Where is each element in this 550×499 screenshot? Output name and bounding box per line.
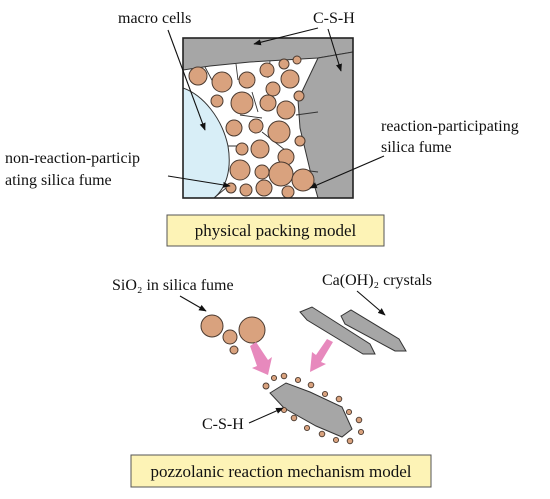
particle bbox=[235, 142, 249, 156]
sio2-particles bbox=[200, 314, 266, 355]
attached-particle bbox=[270, 374, 278, 382]
particle bbox=[276, 100, 296, 120]
particle bbox=[292, 55, 302, 65]
label-nonreactive-silica-line1: non-reaction-particip bbox=[5, 150, 140, 167]
label-reactive-silica-line2: silica fume bbox=[381, 139, 452, 156]
sio2-particle bbox=[222, 329, 238, 345]
attached-particle bbox=[321, 390, 329, 398]
caoh2-crystal bbox=[340, 309, 407, 352]
attached-particle bbox=[262, 382, 270, 390]
label-macro-cells: macro cells bbox=[118, 10, 191, 27]
caption-reaction-box bbox=[130, 454, 432, 488]
attached-particle bbox=[332, 436, 340, 444]
attached-particle bbox=[303, 424, 311, 432]
packing-box bbox=[182, 37, 354, 199]
csh-product-body bbox=[269, 382, 353, 438]
arrow-sio2 bbox=[179, 295, 207, 312]
arrow-csh-to-top bbox=[253, 27, 319, 46]
attached-particle bbox=[307, 381, 315, 389]
caption-physical: physical packing model bbox=[166, 214, 385, 247]
particle bbox=[259, 94, 277, 112]
particle bbox=[238, 71, 256, 89]
attached-particle bbox=[355, 416, 363, 424]
particle bbox=[229, 159, 251, 181]
caption-physical-box bbox=[166, 214, 385, 247]
caption-reaction-text: pozzolanic reaction mechanism model bbox=[150, 462, 411, 481]
label-reactive-silica-line1: reaction-participating bbox=[381, 118, 519, 135]
particle bbox=[255, 179, 273, 197]
sio2-particle bbox=[238, 316, 266, 344]
sio2-particle bbox=[200, 314, 224, 338]
attached-particle bbox=[357, 428, 365, 436]
sio2-particle bbox=[229, 345, 239, 355]
arrow-caoh2 bbox=[356, 290, 386, 316]
caoh2-crystal bbox=[299, 306, 376, 355]
particle bbox=[239, 183, 253, 197]
arrow-csh-to-right bbox=[327, 28, 342, 72]
attached-particle bbox=[294, 376, 302, 384]
particle bbox=[293, 90, 305, 102]
label-nonreactive-silica-line2: ating silica fume bbox=[5, 172, 112, 189]
particle bbox=[281, 185, 295, 198]
particle bbox=[248, 118, 264, 134]
particle bbox=[254, 164, 270, 180]
caption-reaction: pozzolanic reaction mechanism model bbox=[130, 454, 432, 488]
particle bbox=[267, 120, 291, 144]
particle bbox=[225, 119, 243, 137]
caption-physical-text: physical packing model bbox=[195, 221, 357, 240]
attached-particle bbox=[345, 408, 353, 416]
reaction-arrow-left bbox=[250, 342, 272, 375]
attached-particle bbox=[335, 395, 343, 403]
attached-particle bbox=[280, 372, 288, 380]
particle bbox=[211, 71, 233, 93]
leader-arrows-top bbox=[167, 27, 385, 189]
arrow-reactive-silica bbox=[309, 155, 385, 189]
label-csh-product: C-S-H bbox=[202, 416, 244, 433]
caoh2-crystals bbox=[299, 306, 407, 355]
particle bbox=[250, 139, 270, 159]
particle bbox=[291, 168, 315, 192]
arrow-csh-product bbox=[248, 407, 284, 424]
reaction-arrows bbox=[250, 339, 333, 375]
particle bbox=[210, 94, 224, 108]
particle bbox=[265, 81, 281, 97]
particle bbox=[280, 69, 300, 89]
packed-particles bbox=[188, 55, 315, 198]
attached-particle bbox=[346, 437, 354, 445]
packing-box-frame bbox=[182, 37, 354, 199]
arrow-macro-cells bbox=[167, 29, 206, 131]
attached-particle bbox=[290, 414, 298, 422]
attached-particle bbox=[318, 430, 326, 438]
label-caoh2: Ca(OH)₂ crystals bbox=[322, 272, 432, 289]
particle bbox=[230, 91, 254, 115]
particle bbox=[225, 182, 237, 194]
label-csh-top: C-S-H bbox=[313, 10, 355, 27]
particle bbox=[268, 161, 294, 187]
particle bbox=[294, 135, 306, 147]
csh-product bbox=[262, 372, 365, 445]
particle bbox=[259, 62, 275, 78]
arrow-nonreactive-silica bbox=[167, 175, 231, 188]
reaction-arrow-right bbox=[310, 339, 333, 372]
particle bbox=[188, 66, 208, 86]
particle bbox=[278, 58, 290, 70]
label-sio2: SiO₂ in silica fume bbox=[112, 277, 234, 294]
